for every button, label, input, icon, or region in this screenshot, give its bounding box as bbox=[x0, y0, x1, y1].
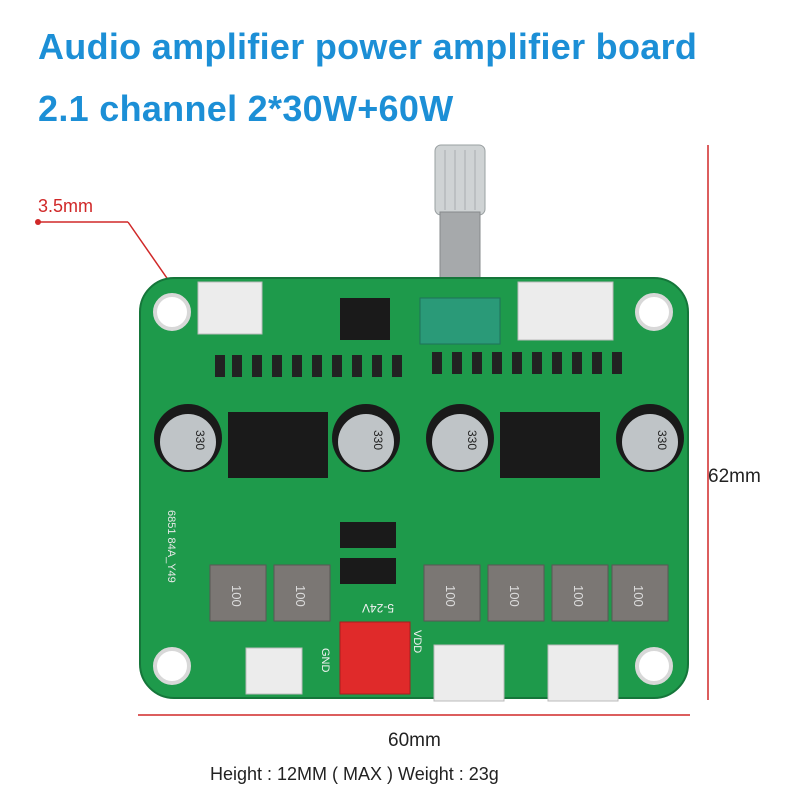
title-line-2: 2.1 channel 2*30W+60W bbox=[38, 88, 454, 129]
inductor bbox=[551, 564, 609, 622]
speaker-connector-left bbox=[245, 647, 303, 695]
capacitor: 330 bbox=[426, 404, 494, 472]
knob-shaft bbox=[434, 144, 486, 216]
hole-leader-dot bbox=[35, 219, 41, 225]
input-connector bbox=[197, 281, 263, 335]
svg-text:100: 100 bbox=[631, 585, 646, 607]
pot-body bbox=[419, 297, 501, 345]
mounting-holes bbox=[153, 293, 673, 685]
svg-text:100: 100 bbox=[229, 585, 244, 607]
pot-bushing bbox=[439, 211, 481, 283]
svg-text:330: 330 bbox=[193, 430, 207, 450]
width-dimension-label: 60mm bbox=[388, 730, 441, 751]
vdd-silkscreen: VDD bbox=[411, 630, 423, 653]
inductor bbox=[423, 564, 481, 622]
power-transistor bbox=[340, 558, 396, 584]
inductor bbox=[273, 564, 331, 622]
subwoofer-output-connector bbox=[547, 644, 619, 702]
mounting-hole bbox=[153, 293, 191, 331]
mounting-hole bbox=[153, 647, 191, 685]
power-transistor bbox=[340, 522, 396, 548]
capacitor: 330 bbox=[616, 404, 684, 472]
inductor bbox=[611, 564, 669, 622]
svg-text:330: 330 bbox=[465, 430, 479, 450]
capacitors: 330 330 330 330 bbox=[154, 404, 684, 472]
voltage-silkscreen: 5-24V bbox=[362, 601, 394, 615]
inductor bbox=[209, 564, 267, 622]
svg-text:330: 330 bbox=[371, 430, 385, 450]
gnd-silkscreen: GND bbox=[319, 648, 331, 673]
svg-text:100: 100 bbox=[571, 585, 586, 607]
svg-text:100: 100 bbox=[443, 585, 458, 607]
capacitor: 330 bbox=[154, 404, 222, 472]
inductor bbox=[487, 564, 545, 622]
height-dimension-label: 62mm bbox=[708, 466, 761, 487]
title-line-1: Audio amplifier power amplifier board bbox=[38, 26, 698, 67]
subwoofer-connector bbox=[517, 281, 614, 341]
svg-text:100: 100 bbox=[293, 585, 308, 607]
specs-footer: Height : 12MM ( MAX ) Weight : 23g bbox=[210, 764, 499, 784]
smd-components bbox=[215, 352, 622, 377]
mounting-hole bbox=[635, 293, 673, 331]
volume-potentiometer bbox=[427, 144, 493, 301]
speaker-connector-right bbox=[433, 644, 505, 702]
svg-text:100: 100 bbox=[507, 585, 522, 607]
board-code-silkscreen: 6851 84A_Y49 bbox=[165, 510, 177, 583]
amplifier-chip bbox=[228, 412, 328, 478]
opamp-chip bbox=[340, 298, 390, 340]
inductors: 100 100 100 100 100 100 bbox=[209, 564, 669, 622]
hole-diameter-label: 3.5mm bbox=[38, 196, 94, 216]
svg-text:330: 330 bbox=[655, 430, 669, 450]
capacitor: 330 bbox=[332, 404, 400, 472]
power-terminal bbox=[339, 621, 411, 695]
mounting-hole bbox=[635, 647, 673, 685]
amplifier-chip bbox=[500, 412, 600, 478]
